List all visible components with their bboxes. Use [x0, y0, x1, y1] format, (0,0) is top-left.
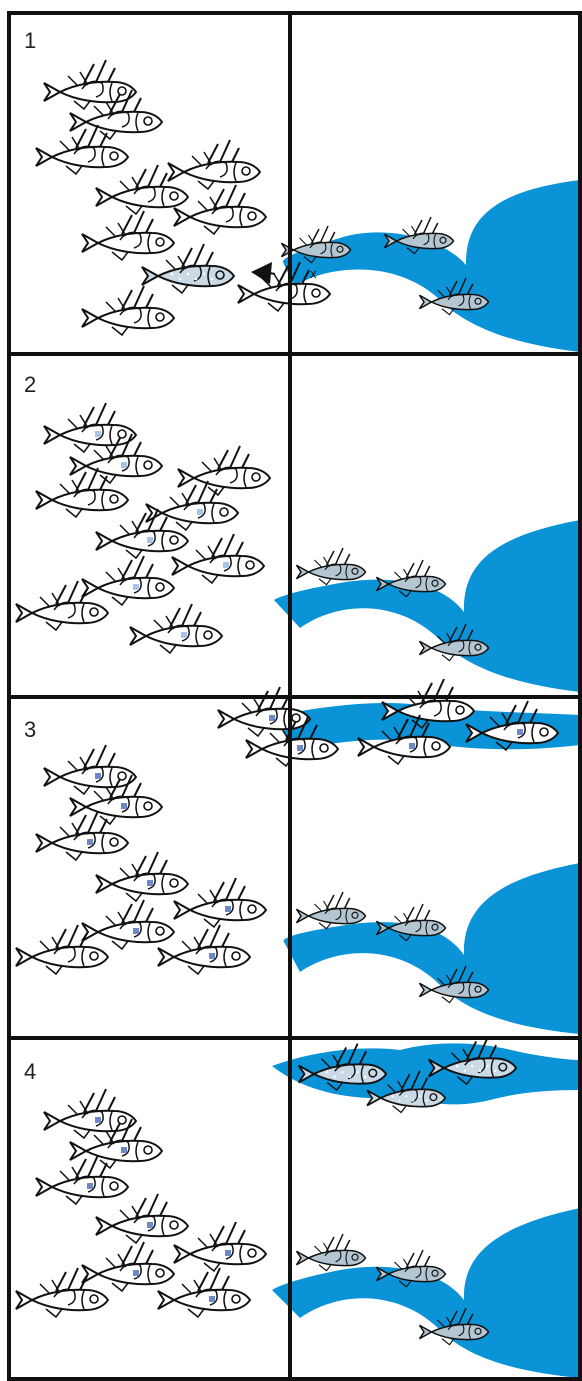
marker-dot — [87, 1183, 93, 1189]
marker-dot — [147, 537, 153, 543]
marker-dot — [223, 562, 229, 568]
stickleback-fish-16 — [178, 446, 270, 495]
stickleback-fish-14 — [44, 403, 136, 452]
marker-dot — [95, 773, 101, 779]
stickleback-fish-50 — [174, 1222, 266, 1271]
stickleback-fish-40 — [297, 892, 366, 929]
marker-dot — [147, 880, 153, 886]
stickleback-fish-4 — [168, 140, 260, 189]
marker-dot — [133, 584, 139, 590]
water-layer — [272, 180, 580, 1378]
stickleback-fish-32 — [44, 745, 136, 794]
water-panel-2 — [274, 520, 580, 692]
marker-dot — [225, 1250, 231, 1256]
approach-arrow — [251, 262, 275, 284]
marker-dot — [95, 431, 101, 437]
stickleback-fish-21 — [82, 556, 174, 605]
marker-x: x — [310, 266, 317, 281]
stickleback-fish-46 — [44, 1089, 136, 1138]
stickleback-fish-23 — [130, 604, 222, 653]
marker-dot — [121, 803, 127, 809]
marker-dot — [297, 745, 303, 751]
marker-dot — [409, 743, 415, 749]
marker-dot — [225, 906, 231, 912]
marker-dot — [181, 632, 187, 638]
marker-dot — [269, 715, 275, 721]
marker-dot — [133, 928, 139, 934]
marker-dot — [197, 509, 203, 515]
stickleback-fish-6 — [174, 185, 266, 234]
stickleback-fish-1 — [44, 60, 136, 109]
marker-dot — [209, 953, 215, 959]
panel-label-3: 3 — [24, 717, 36, 742]
marker-dot — [209, 1296, 215, 1302]
panel-label-1: 1 — [24, 28, 36, 53]
stickleback-fish-35 — [96, 852, 188, 901]
stickleback-fish-24 — [297, 548, 366, 585]
stickleback-fish-27 — [218, 687, 310, 736]
water-panel-3-lower — [283, 863, 580, 1034]
stickleback-fish-54 — [297, 1234, 366, 1271]
marker-dot — [121, 1147, 127, 1153]
marker-dot — [95, 1117, 101, 1123]
stickleback-fish-37 — [82, 900, 174, 949]
stickleback-fish-49 — [96, 1194, 188, 1243]
marker-dot — [87, 839, 93, 845]
water-panel-1 — [283, 180, 580, 352]
panel-label-4: 4 — [24, 1059, 36, 1084]
panel-label-2: 2 — [24, 372, 36, 397]
stickleback-fish-10 — [82, 286, 174, 335]
stickleback-fish-18 — [146, 481, 238, 530]
stickleback-fish-7 — [82, 211, 174, 260]
marker-dot — [121, 462, 127, 468]
marker-dot — [133, 1270, 139, 1276]
marker-dot — [517, 729, 523, 735]
stickleback-fish-51 — [82, 1242, 174, 1291]
marker-dot — [147, 1222, 153, 1228]
water-panel-4-lower — [272, 1208, 580, 1378]
